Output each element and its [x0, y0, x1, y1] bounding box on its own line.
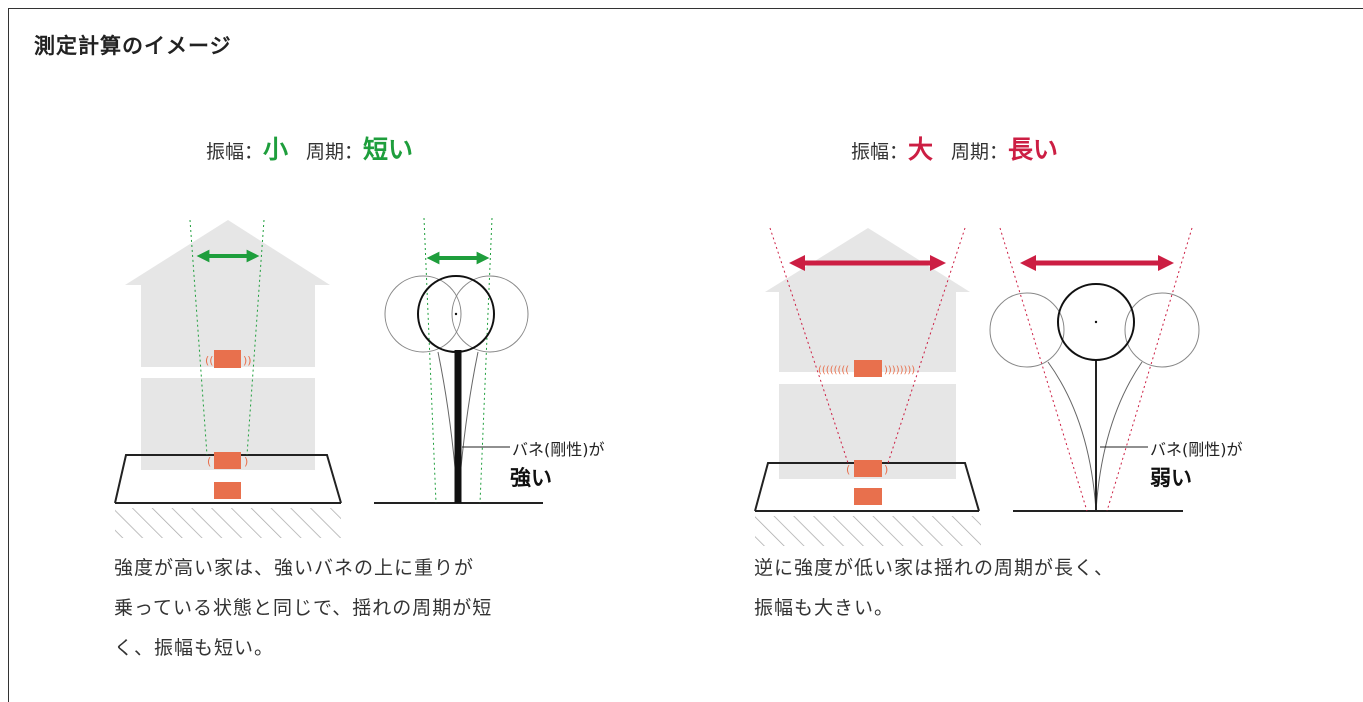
weight-block — [214, 350, 241, 368]
right-description: 逆に強度が低い家は揺れの周期が長く、 振幅も大きい。 — [754, 548, 1114, 628]
left-spring-label: バネ(剛性)が — [512, 440, 605, 459]
strong-house: (( )) ( ) — [114, 219, 342, 538]
weak-spring — [989, 227, 1200, 512]
content-frame — [8, 8, 1363, 702]
svg-text:)))))))): )))))))) — [884, 365, 915, 376]
weight-block — [854, 460, 882, 477]
right-description-line: 逆に強度が低い家は揺れの周期が長く、 — [754, 557, 1115, 579]
svg-text:((((((((: (((((((( — [818, 365, 849, 376]
left-heading: 振幅：小周期：短い — [206, 130, 413, 166]
svg-text:(: ( — [207, 455, 211, 468]
right-amplitude-label: 振幅： — [851, 141, 909, 163]
left-description-line: 乗っている状態と同じで、揺れの周期が短 — [114, 597, 493, 619]
weak-house: (((((((( )))))))) ( ) — [754, 227, 981, 546]
weight-block — [214, 452, 241, 469]
svg-text:): ) — [244, 455, 248, 468]
right-heading: 振幅：大周期：長い — [851, 130, 1058, 166]
left-spring-strength: 強い — [510, 466, 552, 490]
ground-hatch — [755, 516, 981, 546]
left-period-label: 周期： — [306, 141, 364, 163]
page-title: 測定計算のイメージ — [34, 34, 232, 58]
weight-block — [854, 360, 882, 377]
left-description-line: く、振幅も短い。 — [114, 637, 275, 659]
svg-text:): ) — [884, 463, 888, 476]
left-period-value: 短い — [363, 135, 414, 164]
right-period-value: 長い — [1008, 135, 1059, 164]
right-spring-label: バネ(剛性)が — [1150, 440, 1243, 459]
left-description: 強度が高い家は、強いバネの上に重りが 乗っている状態と同じで、揺れの周期が短 く… — [114, 548, 492, 668]
svg-text:)): )) — [243, 354, 252, 367]
right-description-line: 振幅も大きい。 — [754, 597, 895, 619]
weight-block — [214, 482, 241, 499]
strong-spring — [374, 217, 543, 504]
left-description-line: 強度が高い家は、強いバネの上に重りが — [114, 557, 475, 579]
right-spring-strength: 弱い — [1150, 466, 1192, 490]
left-amplitude-value: 小 — [263, 135, 289, 164]
weight-block — [854, 488, 882, 505]
right-period-label: 周期： — [951, 141, 1009, 163]
left-amplitude-label: 振幅： — [206, 141, 264, 163]
svg-text:((: (( — [205, 354, 214, 367]
ground-hatch — [115, 508, 341, 538]
right-amplitude-value: 大 — [908, 135, 934, 164]
svg-text:(: ( — [846, 463, 850, 476]
